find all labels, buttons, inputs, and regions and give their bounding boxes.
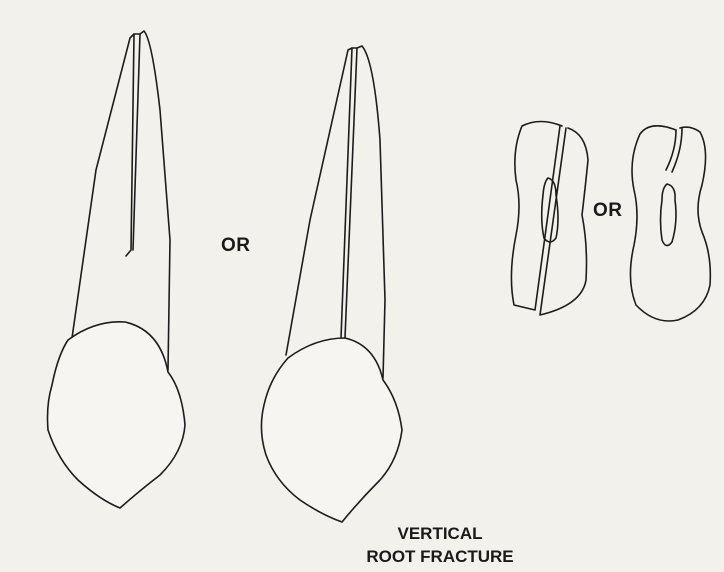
figure-caption: VERTICAL ROOT FRACTURE [340,522,540,568]
cross-section-2-canal [661,184,677,246]
caption-line-2: ROOT FRACTURE [340,545,540,568]
cross-section-2-outline [630,126,710,321]
or-label-1: OR [221,235,251,257]
tooth-incomplete-fracture [48,31,186,508]
cross-section-complete-fracture [511,122,588,316]
cross-section-incomplete-fracture [630,126,710,321]
cross-section-2-fracture-line [666,128,682,172]
tooth-1-crown [48,322,186,508]
caption-line-1: VERTICAL [340,522,540,545]
or-label-2: OR [593,200,623,222]
tooth-1-root [72,31,170,370]
cross-section-1-canal [542,178,558,242]
tooth-2-crown [261,338,402,522]
cross-section-1-outline [511,122,588,316]
tooth-2-root [286,46,385,378]
tooth-complete-fracture [261,46,402,522]
